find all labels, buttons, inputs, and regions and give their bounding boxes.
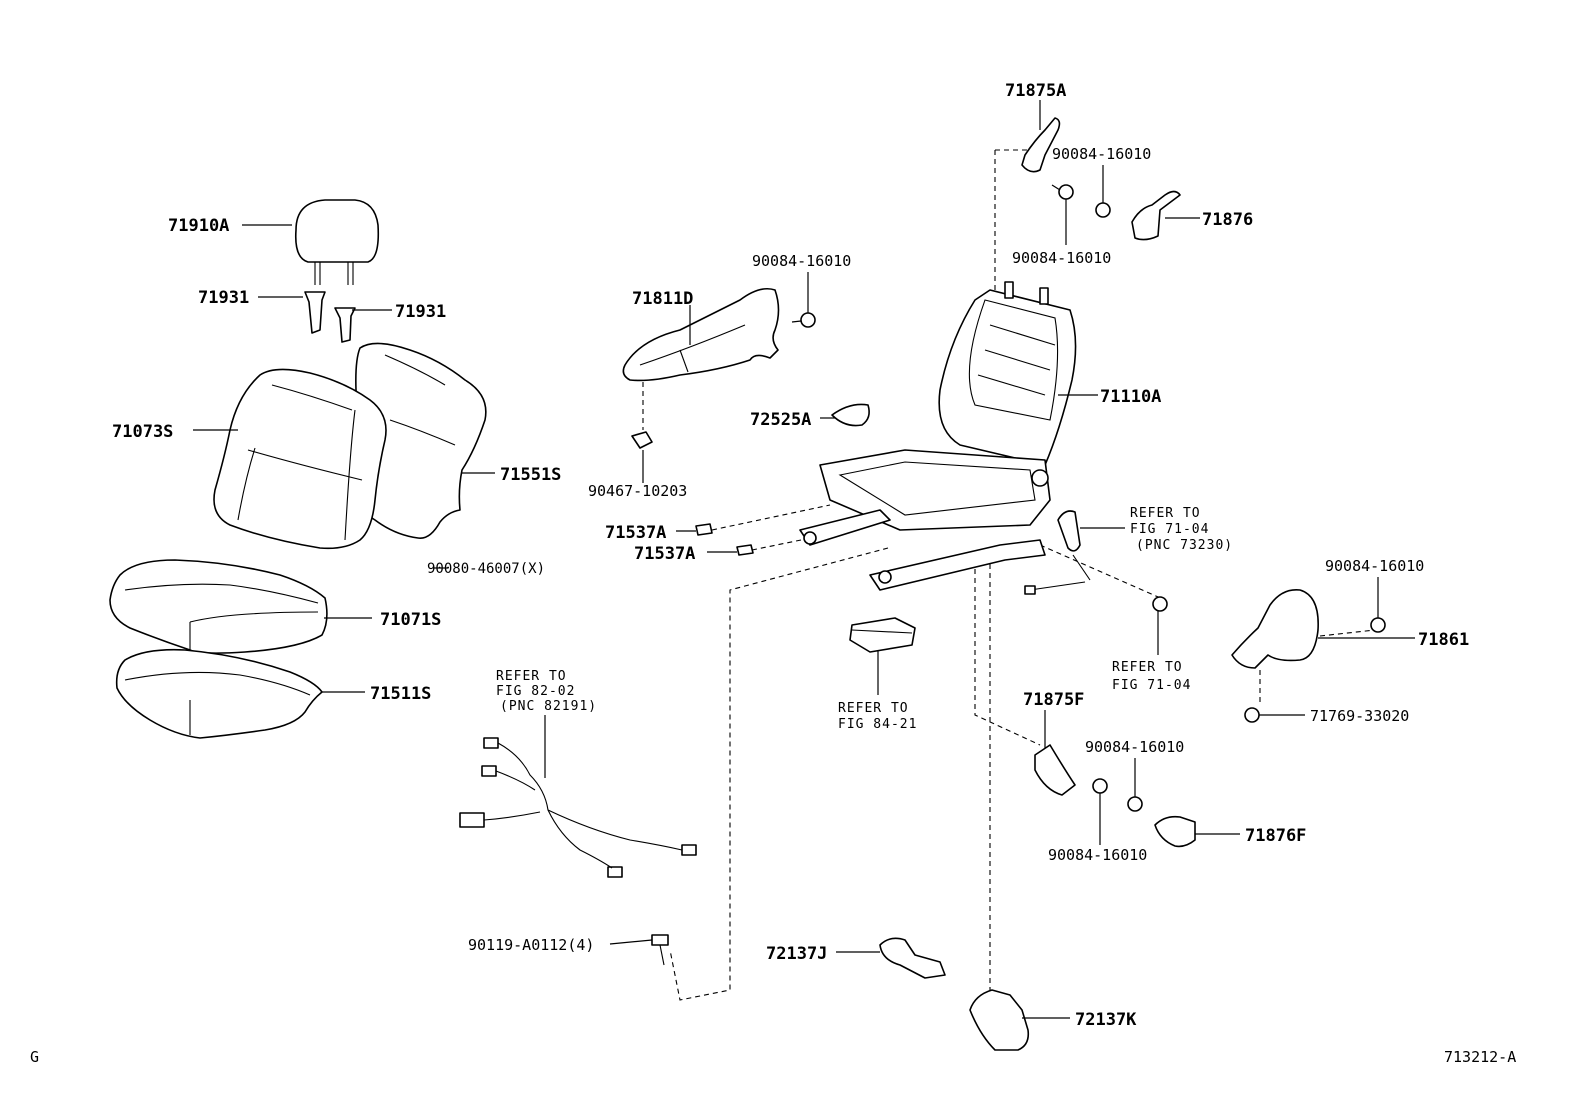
label-71110a[interactable]: 71110A — [1100, 387, 1161, 407]
ref-note-wire[interactable]: REFER TO FIG 82-02 (PNC 82191) — [496, 669, 597, 714]
screw-90084-e — [1092, 778, 1108, 794]
svg-text:REFER TO: REFER TO — [1130, 506, 1201, 521]
diagram-id: 713212-A — [1444, 1048, 1516, 1066]
leader-lines — [193, 100, 1415, 1019]
pad-71537a-1 — [695, 523, 713, 536]
seat-belt-buckle — [1024, 510, 1091, 595]
bracket-71811d — [622, 287, 780, 382]
wire-harness — [459, 737, 697, 878]
label-71910a[interactable]: 71910A — [168, 216, 229, 236]
svg-text:FIG 84-21: FIG 84-21 — [838, 717, 917, 732]
svg-text:REFER TO: REFER TO — [496, 669, 567, 684]
label-71861[interactable]: 71861 — [1418, 630, 1469, 650]
headrest-guide-left — [304, 291, 326, 334]
label-90467[interactable]: 90467-10203 — [588, 482, 687, 500]
headrest — [294, 199, 380, 285]
cover-71861 — [1231, 588, 1319, 669]
cover-72137k — [969, 989, 1030, 1051]
pad-71537a-2 — [736, 544, 754, 556]
cover-71876f — [1154, 815, 1196, 848]
screw-90084-c — [791, 312, 816, 328]
label-screw-top-right-2[interactable]: 90084-16010 — [1012, 249, 1111, 267]
bolt-90119 — [651, 934, 669, 966]
label-71875a[interactable]: 71875A — [1005, 81, 1066, 101]
label-72137k[interactable]: 72137K — [1075, 1010, 1137, 1030]
label-screw-top-right-1[interactable]: 90084-16010 — [1052, 145, 1151, 163]
cover-71876 — [1131, 190, 1181, 241]
svg-text:FIG 71-04: FIG 71-04 — [1130, 522, 1209, 537]
part-labels: 71910A 71931 71931 71073S 71551S 90080-4… — [112, 81, 1469, 1030]
svg-text:FIG 71-04: FIG 71-04 — [1112, 678, 1191, 693]
label-71073s[interactable]: 71073S — [112, 422, 173, 442]
label-screw-lower-2[interactable]: 90084-16010 — [1048, 846, 1147, 864]
shield-71875a — [1021, 117, 1061, 173]
label-71071s[interactable]: 71071S — [380, 610, 441, 630]
screw-90084-b — [1095, 202, 1111, 218]
svg-text:(PNC 73230): (PNC 73230) — [1136, 538, 1233, 553]
label-hog-ring[interactable]: 90080-46007(X) — [427, 561, 545, 577]
label-71876[interactable]: 71876 — [1202, 210, 1253, 230]
seat-cushion-cover — [109, 559, 328, 654]
screw-90084-a — [1051, 184, 1074, 200]
label-71551s[interactable]: 71551S — [500, 465, 561, 485]
label-71875f[interactable]: 71875F — [1023, 690, 1084, 710]
label-71769[interactable]: 71769-33020 — [1310, 707, 1409, 725]
label-screw-right-1[interactable]: 90084-16010 — [1325, 557, 1424, 575]
screw-90084-f — [1127, 796, 1143, 812]
svg-text:REFER TO: REFER TO — [1112, 660, 1183, 675]
label-71931-left[interactable]: 71931 — [198, 288, 249, 308]
ref-note-module[interactable]: REFER TO FIG 84-21 — [838, 701, 917, 732]
nut-71-04 — [1152, 596, 1168, 612]
label-72137j[interactable]: 72137J — [766, 944, 827, 964]
svg-text:(PNC 82191): (PNC 82191) — [500, 699, 597, 714]
ref-note-belt[interactable]: REFER TO FIG 71-04 (PNC 73230) — [1130, 506, 1233, 553]
screw-71769 — [1244, 707, 1260, 723]
label-90119[interactable]: 90119-A0112(4) — [468, 936, 594, 954]
label-screw-top-left[interactable]: 90084-16010 — [752, 252, 851, 270]
seat-cushion-pad — [115, 648, 323, 739]
label-71811d[interactable]: 71811D — [632, 289, 693, 309]
footer-left-code: G — [30, 1048, 39, 1066]
headrest-guide-right — [334, 307, 356, 343]
label-71537a-2[interactable]: 71537A — [634, 544, 695, 564]
label-71876f[interactable]: 71876F — [1245, 826, 1306, 846]
seat-back-cover — [213, 368, 387, 550]
label-screw-lower-1[interactable]: 90084-16010 — [1085, 738, 1184, 756]
module-84-21 — [849, 617, 916, 653]
label-72525a[interactable]: 72525A — [750, 410, 811, 430]
cover-72137j — [879, 937, 946, 979]
ref-note-nut[interactable]: REFER TO FIG 71-04 — [1112, 660, 1191, 693]
svg-text:FIG 82-02: FIG 82-02 — [496, 684, 575, 699]
assembly-dashed-lines — [642, 149, 1376, 1001]
seat-frame — [799, 281, 1077, 591]
clip-90467 — [631, 431, 653, 449]
label-71511s[interactable]: 71511S — [370, 684, 431, 704]
svg-text:REFER TO: REFER TO — [838, 701, 909, 716]
shield-71875f — [1034, 744, 1076, 796]
label-71537a-1[interactable]: 71537A — [605, 523, 666, 543]
label-71931-right[interactable]: 71931 — [395, 302, 446, 322]
knob-72525a — [831, 403, 870, 427]
screw-90084-d — [1370, 617, 1386, 633]
